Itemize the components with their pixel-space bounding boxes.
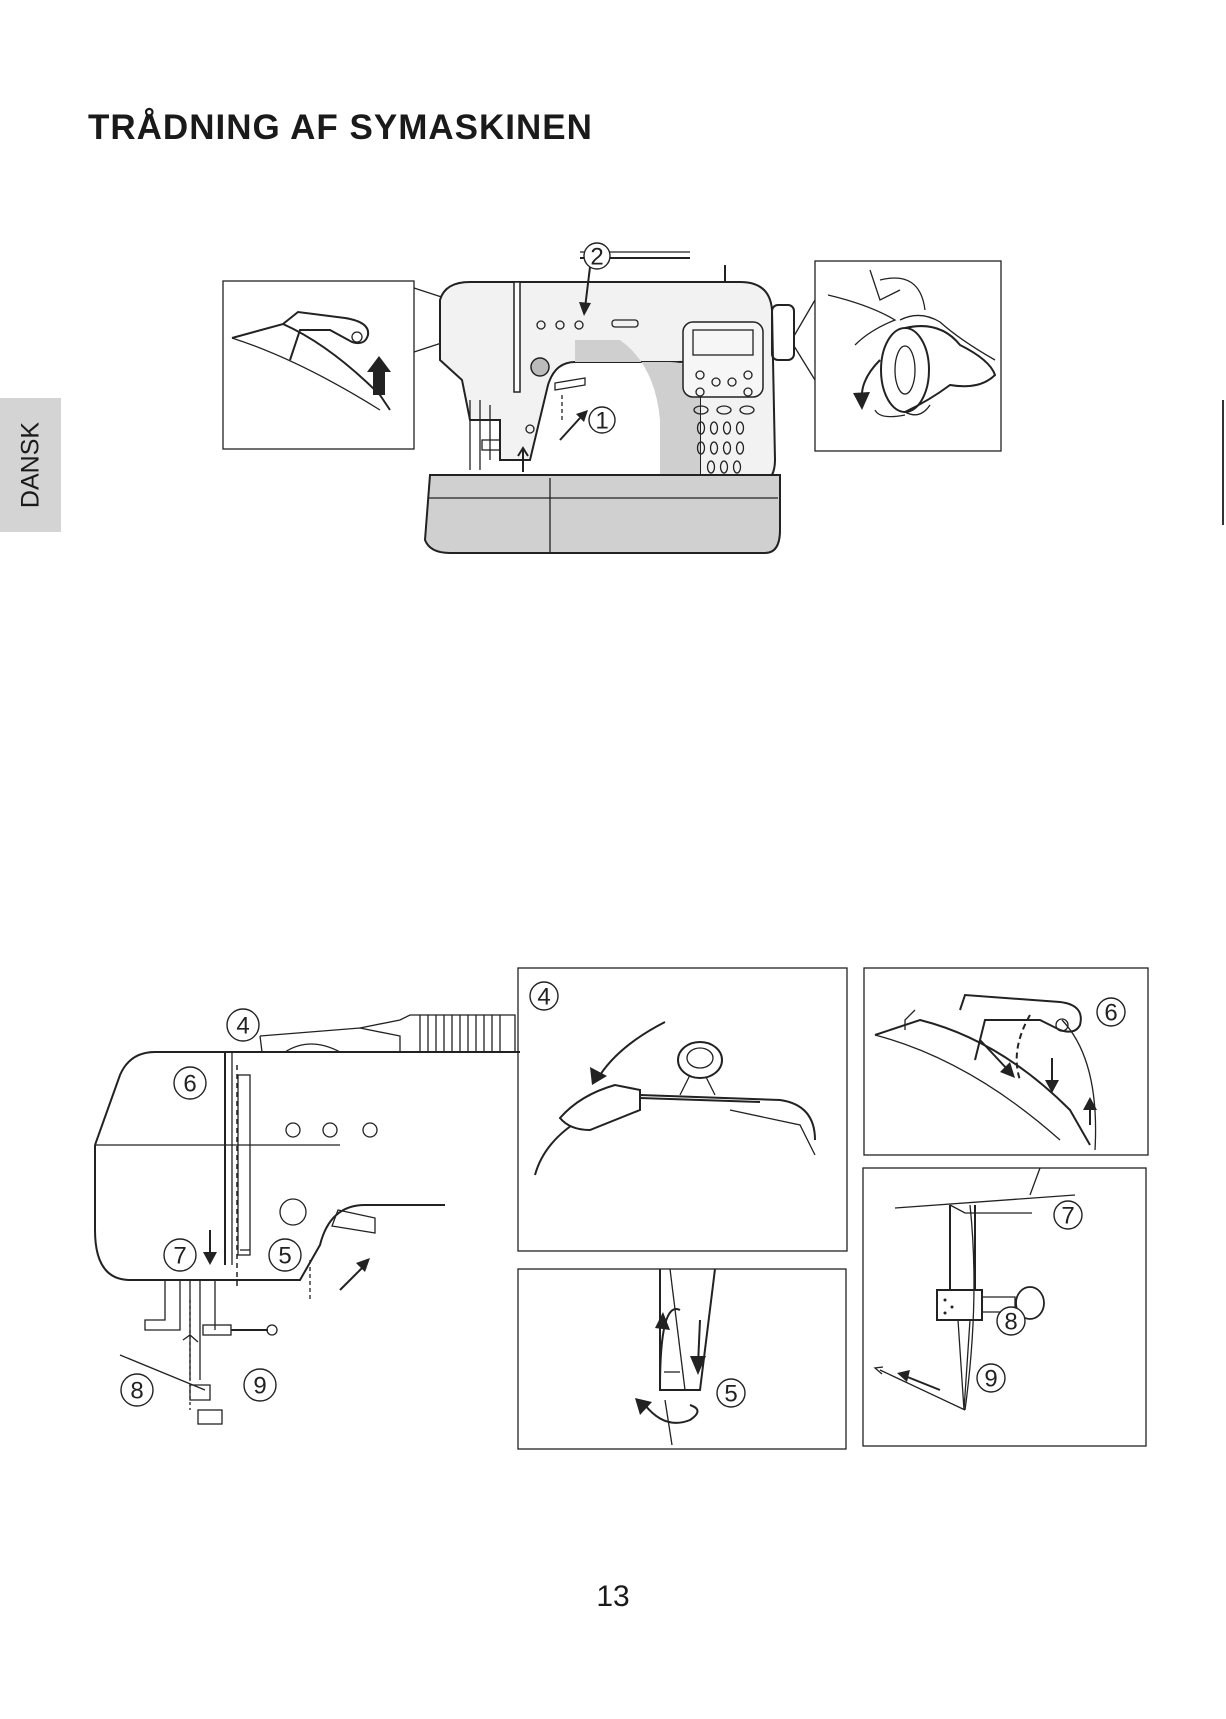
detail-4-thread-guide: [518, 968, 847, 1251]
svg-text:4: 4: [236, 1013, 249, 1040]
detail-6-callout: 6: [1097, 998, 1125, 1027]
main-callout-4: 4: [227, 1009, 259, 1041]
bottom-threading-figure: 4 6 7 5 8 9 4 5: [0, 960, 1226, 1460]
svg-text:6: 6: [183, 1071, 196, 1098]
svg-text:5: 5: [724, 1381, 737, 1408]
detail-5-callout: 5: [717, 1379, 745, 1408]
detail-7-8-9-needle: [863, 1168, 1146, 1446]
svg-text:7: 7: [173, 1243, 186, 1270]
detail-8-callout: 8: [997, 1307, 1025, 1336]
detail-6-takeup-lever: [864, 968, 1148, 1155]
main-callout-9: 9: [244, 1369, 276, 1401]
detail-5-takeup-loop: [518, 1269, 846, 1449]
svg-text:9: 9: [984, 1366, 997, 1393]
machine-side-view: [95, 1015, 520, 1424]
detail-handwheel: [794, 261, 1001, 451]
top-callout-2: 2: [584, 243, 610, 271]
page-number: 13: [0, 1580, 1226, 1614]
svg-text:7: 7: [1061, 1203, 1074, 1230]
svg-text:4: 4: [537, 984, 550, 1011]
svg-text:2: 2: [590, 244, 603, 271]
svg-text:1: 1: [595, 408, 608, 435]
sewing-machine-front: [425, 252, 794, 553]
detail-4-callout: 4: [530, 982, 558, 1011]
top-threading-figure: 1 2: [0, 0, 1226, 600]
detail-7-callout: 7: [1054, 1201, 1082, 1230]
main-callout-7: 7: [164, 1239, 196, 1271]
svg-text:5: 5: [278, 1243, 291, 1270]
detail-9-callout: 9: [977, 1364, 1005, 1393]
svg-text:6: 6: [1104, 1000, 1117, 1027]
main-callout-8: 8: [121, 1374, 153, 1406]
main-callout-5: 5: [269, 1239, 301, 1271]
main-callout-6: 6: [174, 1067, 206, 1099]
svg-text:8: 8: [1004, 1309, 1017, 1336]
svg-text:8: 8: [130, 1378, 143, 1405]
top-callout-1: 1: [589, 407, 615, 435]
svg-text:9: 9: [253, 1373, 266, 1400]
detail-takeup-lever: [223, 281, 414, 449]
